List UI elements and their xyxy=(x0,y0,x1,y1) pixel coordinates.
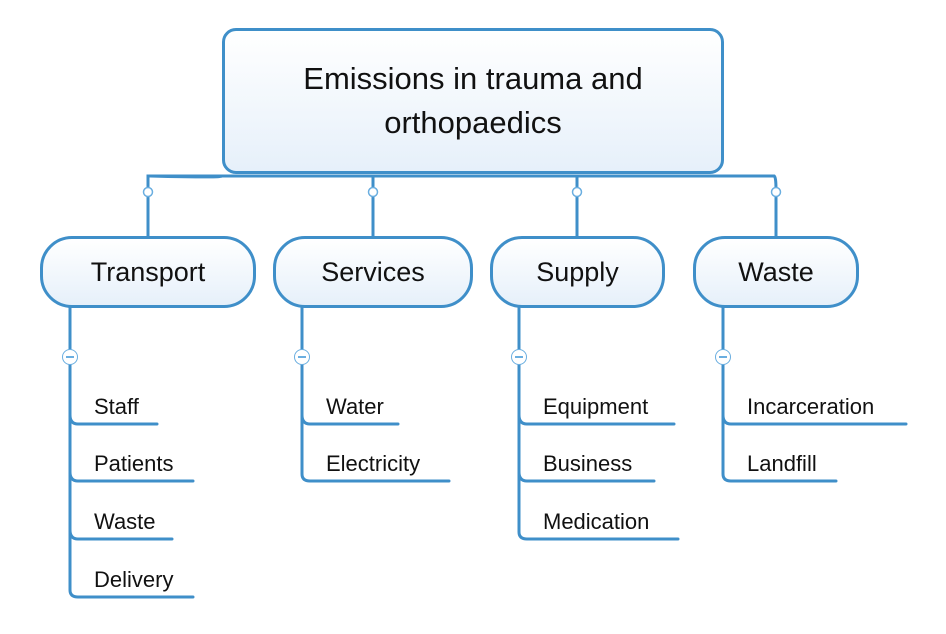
collapse-waste-button[interactable] xyxy=(715,349,731,365)
collapse-supply-button[interactable] xyxy=(511,349,527,365)
leaf-staff[interactable]: Staff xyxy=(94,394,139,419)
root-topic-title: Emissions in trauma and orthopaedics xyxy=(303,61,643,140)
root-topic[interactable]: Emissions in trauma and orthopaedics xyxy=(222,28,724,174)
minus-icon xyxy=(66,356,74,358)
leaf-medication[interactable]: Medication xyxy=(543,509,650,534)
leaf-business[interactable]: Business xyxy=(543,451,633,476)
category-label: Supply xyxy=(536,256,619,287)
collapse-transport-button[interactable] xyxy=(62,349,78,365)
category-label: Transport xyxy=(90,256,206,287)
minus-icon xyxy=(515,356,523,358)
leaf-electricity[interactable]: Electricity xyxy=(326,451,421,476)
minus-icon xyxy=(298,356,306,358)
collapse-services-button[interactable] xyxy=(294,349,310,365)
minus-icon xyxy=(719,356,727,358)
category-supply[interactable]: Supply xyxy=(490,236,665,308)
leaf-waste[interactable]: Waste xyxy=(94,509,156,534)
leaf-equipment[interactable]: Equipment xyxy=(543,394,649,419)
leaf-water[interactable]: Water xyxy=(326,394,384,419)
category-waste[interactable]: Waste xyxy=(693,236,859,308)
leaf-patients[interactable]: Patients xyxy=(94,451,174,476)
category-label: Waste xyxy=(738,256,814,287)
category-transport[interactable]: Transport xyxy=(40,236,256,308)
leaf-delivery[interactable]: Delivery xyxy=(94,567,174,592)
category-label: Services xyxy=(321,256,425,287)
category-services[interactable]: Services xyxy=(273,236,473,308)
leaf-incarceration[interactable]: Incarceration xyxy=(747,394,875,419)
leaf-landfill[interactable]: Landfill xyxy=(747,451,817,476)
